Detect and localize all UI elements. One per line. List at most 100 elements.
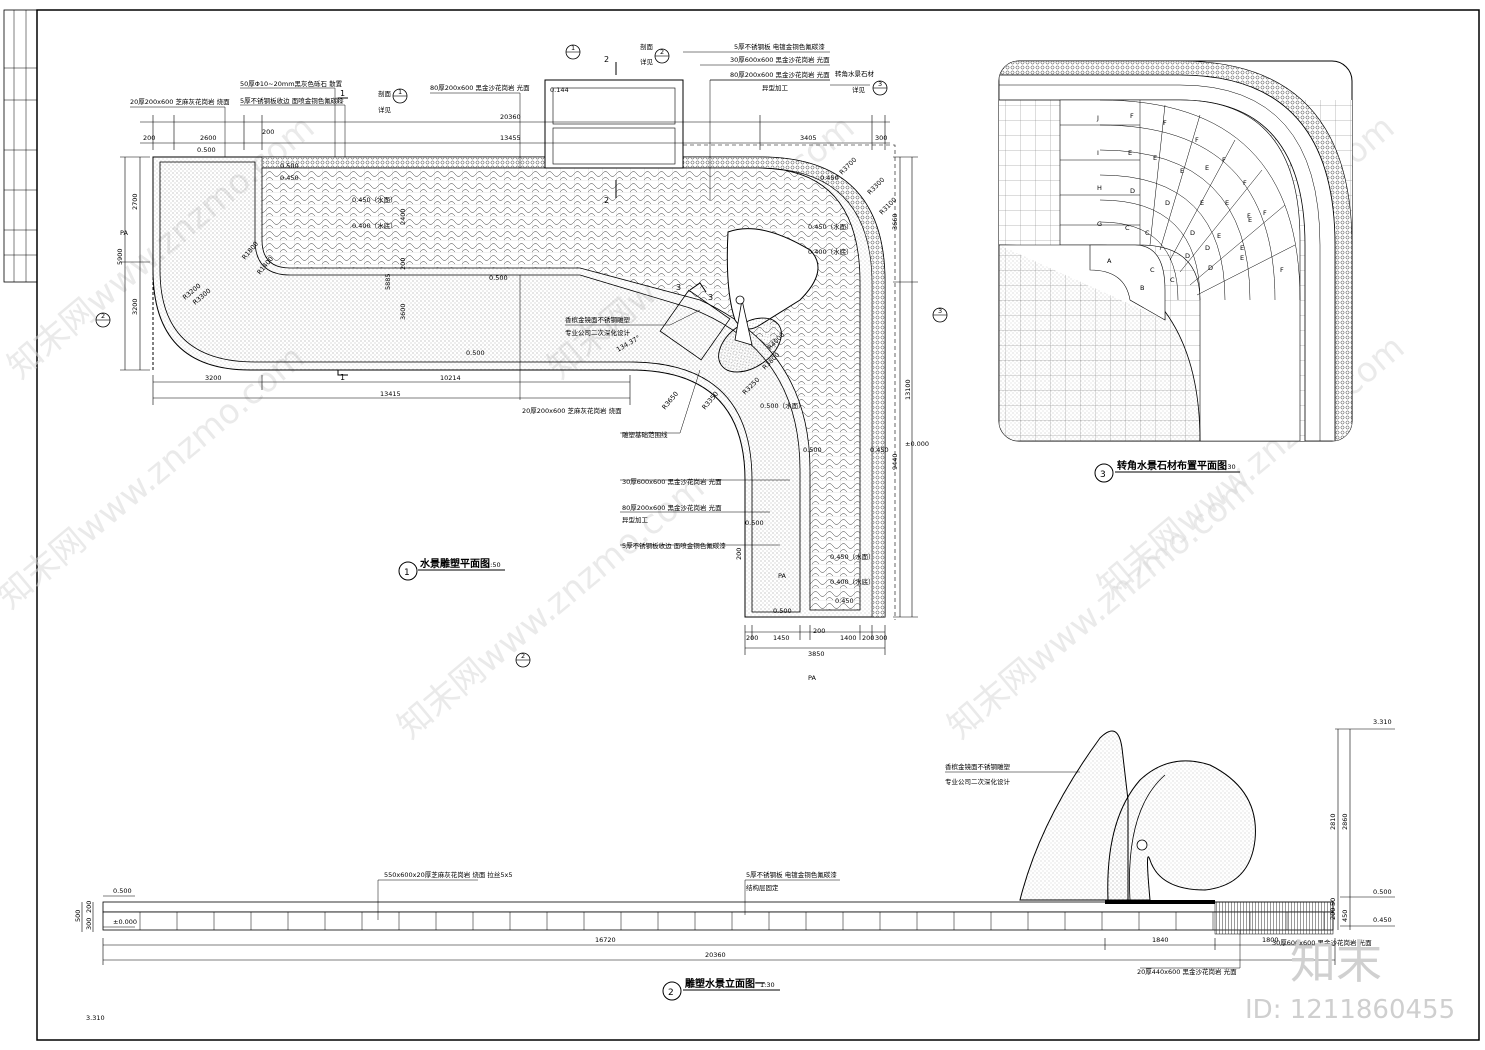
sheet-corner-text: 3.310 (86, 1014, 105, 1022)
elev-level-2: ±0.000 (113, 918, 137, 926)
corner-ex-2: E (1200, 199, 1204, 207)
ref-bubble-1: 1 (571, 44, 575, 52)
brand-logo: 知末 (1290, 935, 1382, 989)
radius-5: R3700 (838, 156, 859, 177)
level-16: 0.400（水底） (830, 577, 875, 586)
plan-sculpture-footing (659, 289, 731, 361)
plan-title: 水景雕塑平面图 (419, 557, 490, 570)
dim-bottom-3: 13415 (380, 390, 401, 398)
corner-r2-4: C (1150, 266, 1155, 274)
section-mark-2a: 2 (604, 55, 609, 64)
elev-dim-right-3: 50 (1329, 898, 1337, 906)
dim-bottom-2: 10214 (440, 374, 461, 382)
level-5: 0.450（水面） (352, 195, 397, 204)
elev-label-fix: 结构层固定 (746, 883, 779, 892)
corner-col1-2: H (1097, 184, 1102, 192)
corner-ex-1: F (1263, 209, 1267, 217)
level-8: 0.400（水底） (808, 247, 853, 256)
section-mark-3a: 3 (676, 283, 681, 292)
elev-dim-bottom-2: 1840 (1152, 936, 1169, 944)
level-12: 0.450 (820, 174, 839, 182)
dim-top-6: 300 (875, 134, 887, 142)
elev-dim-bottom-1: 16720 (595, 936, 616, 944)
dim-leg-1: 200 (746, 634, 758, 642)
level-15: 0.450（水面） (830, 552, 875, 561)
corner-ex-8: E (1240, 254, 1244, 262)
dim-top-1: 200 (143, 134, 155, 142)
elev-label-base2: 30厚600x600 黑金沙花岗岩 光面 (1272, 938, 1372, 947)
watermark-2: 知末网www.znzmo.com (0, 337, 312, 616)
level-4: 0.450 (280, 174, 299, 182)
corner-r2-0: F (1163, 119, 1167, 127)
section-mark-2b: 2 (604, 196, 609, 205)
dim-right-2: 13100 (904, 379, 912, 400)
dim-leg-total: 3850 (808, 650, 825, 658)
corner-r1-2: D (1130, 187, 1135, 195)
plan-label-7: 80厚200x600 黑金沙花岗岩 光面 (730, 70, 830, 79)
corner-ex-5: F (1247, 212, 1251, 220)
dim-leg-3: 200 (813, 627, 825, 635)
elev-dim-right-2: 2860 (1341, 813, 1349, 830)
elev-dim-right-1: 2810 (1329, 813, 1337, 830)
plan-label-2: 50厚Φ10~20mm黑灰色砾石 散置 (240, 79, 343, 88)
corner-a: A (1107, 257, 1112, 265)
ref-bubble-5: 2 (101, 312, 105, 320)
corner-col1-1: I (1097, 149, 1099, 157)
elev-level-3: 3.310 (1373, 718, 1392, 726)
corner-ex-4: E (1248, 216, 1252, 224)
dim-leg-side: 200 (735, 548, 743, 560)
corner-ex-6: E (1217, 232, 1221, 240)
corner-r3-0: F (1195, 136, 1199, 144)
ref-bubble-7: 2 (521, 652, 525, 660)
dim-left-3: 5900 (116, 248, 124, 265)
sheet-border (36, 9, 1480, 1041)
plan-label-9: 转角水景石材 (835, 69, 875, 78)
plan-label-10: 详见 (852, 85, 866, 94)
dim-top-5: 3405 (800, 134, 817, 142)
plan-gravel-band (261, 156, 886, 618)
ref-bubble-6: 3 (938, 307, 942, 315)
corner-r1-1: E (1128, 149, 1132, 157)
plan-label-13: 剖面 (378, 89, 392, 98)
dim-left-1: 2700 (131, 193, 139, 210)
corner-detail: J I H G F E D C B F E D C C F E E D C F … (998, 60, 1353, 483)
level-6: 0.400（水底） (352, 221, 397, 230)
elev-scale: 1:30 (760, 981, 775, 989)
corner-r2-2: D (1165, 199, 1170, 207)
elev-label-sculpt2: 专业公司二次深化设计 (945, 777, 1011, 786)
plan-pa-1: PA (120, 229, 129, 237)
elev-dim-left-1: 500 (74, 910, 82, 922)
radius-12: R3350 (700, 390, 720, 411)
corner-ex-9: D (1205, 244, 1210, 252)
corner-r4-3: E (1240, 244, 1244, 252)
corner-col1-0: J (1096, 114, 1099, 122)
level-3: 0.500 (466, 349, 485, 357)
level-2: 0.500 (489, 274, 508, 282)
corner-r1-4: B (1140, 284, 1144, 292)
elev-sculpture-fin (1019, 730, 1129, 901)
plan-view: 200 2600 200 13455 3405 300 20360 3200 1… (95, 42, 948, 682)
title-strip (3, 9, 38, 283)
dim-leg-5: 200 (862, 634, 874, 642)
elev-label-stone: 550x600x20厚芝麻灰花岗岩 烧面 拉丝5x5 (384, 870, 513, 879)
level-7: 0.450（水面） (808, 222, 853, 231)
corner-col1-3: G (1097, 220, 1102, 228)
plan-water (261, 167, 861, 611)
dim-leg-2: 1450 (773, 634, 790, 642)
plan-label-3: 5厚不锈钢板收边 面喷金铜色氟碳漆 (240, 96, 344, 105)
plan-label-19: 异型加工 (622, 515, 649, 524)
corner-r1-0: F (1130, 112, 1134, 120)
level-13: 0.500 (745, 519, 764, 527)
dim-bottom-1: 3200 (205, 374, 222, 382)
corner-ex-7: D (1185, 252, 1190, 260)
plan-sculpture-base (726, 228, 819, 330)
plan-label-12: 详见 (640, 57, 654, 66)
plan-label-1: 20厚200x600 芝麻灰花岗岩 烧面 (130, 97, 230, 106)
elev-dim-left-2: 300 (85, 918, 93, 930)
elev-level-1: 0.500 (113, 887, 132, 895)
plan-pa-3: PA (808, 674, 817, 682)
plan-label-22: 专业公司二次深化设计 (565, 328, 631, 337)
corner-ex-3: F (1280, 266, 1284, 274)
corner-r1-3: C (1125, 224, 1130, 232)
plan-title-number: 1 (404, 568, 410, 578)
